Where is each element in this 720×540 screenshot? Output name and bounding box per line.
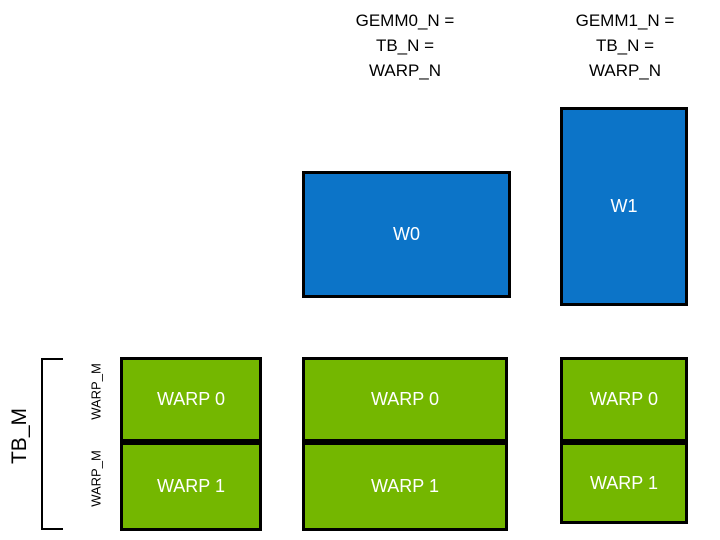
- warp-block-warp-0: WARP 0: [302, 357, 508, 442]
- threadblock-column-left: WARP 0 WARP 1: [120, 357, 262, 531]
- warp-tile-w1: W1: [560, 107, 688, 306]
- tb-m-bracket: [41, 358, 63, 530]
- warp-block-warp-1: WARP 1: [302, 442, 508, 531]
- dimension-label-tb-m: TB_M: [8, 408, 31, 465]
- threadblock-column-mid: WARP 0 WARP 1: [302, 357, 508, 531]
- warp-block-warp-1: WARP 1: [560, 442, 688, 524]
- warp-block-warp-0: WARP 0: [560, 357, 688, 442]
- threadblock-column-right: WARP 0 WARP 1: [560, 357, 688, 524]
- warp-tile-w0: W0: [302, 171, 511, 298]
- caption-gemm0: GEMM0_N = TB_N = WARP_N: [355, 11, 455, 80]
- dimension-label-warp-m-lower: WARP_M: [88, 450, 104, 507]
- warp-block-warp-0: WARP 0: [120, 357, 262, 442]
- warp-block-warp-1: WARP 1: [120, 442, 262, 531]
- dimension-label-warp-m-upper: WARP_M: [88, 363, 104, 420]
- caption-gemm1: GEMM1_N = TB_N = WARP_N: [575, 11, 675, 80]
